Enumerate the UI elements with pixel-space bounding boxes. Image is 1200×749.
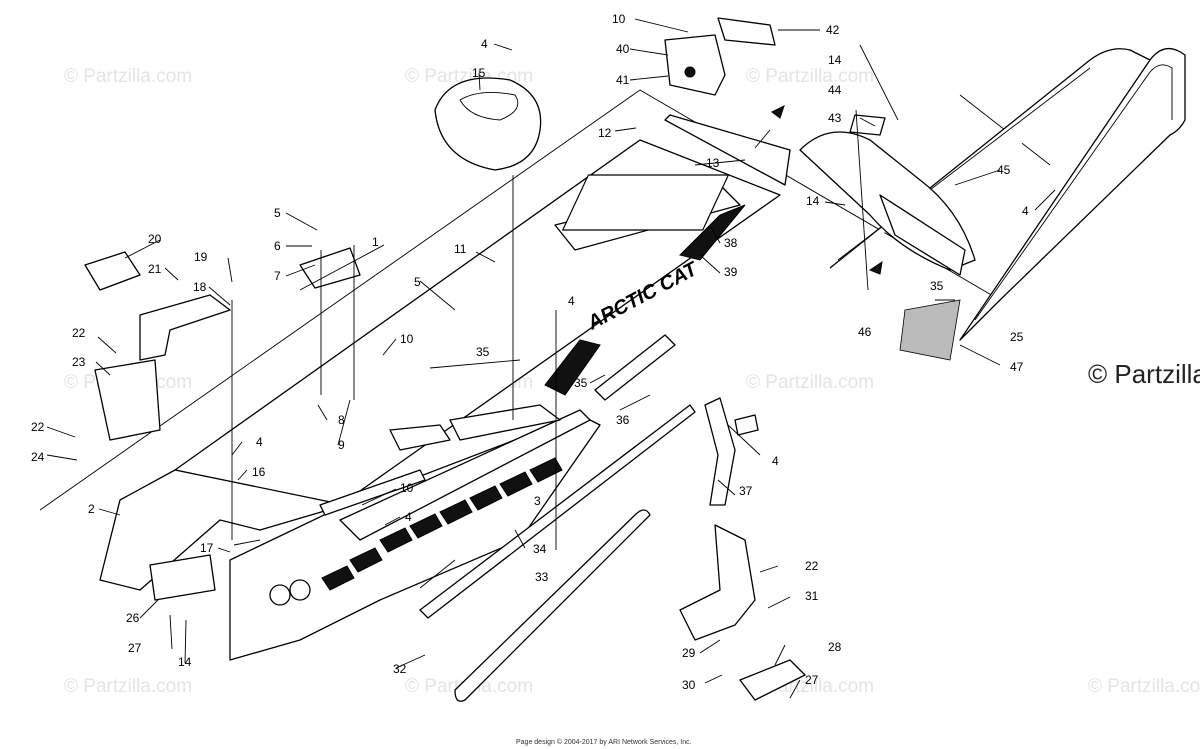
watermark: © Partzilla.com	[746, 66, 875, 87]
callout-label: 22	[805, 559, 819, 573]
callout-label: 4	[481, 37, 488, 51]
watermark: © Partzilla.com	[64, 66, 193, 87]
callout-label: 4	[256, 435, 263, 449]
callout-label: 38	[724, 236, 738, 250]
callout-label: 4	[568, 294, 575, 308]
copyright-notice: © Partzilla	[1088, 359, 1200, 389]
watermark: © Partzilla.com	[64, 676, 193, 697]
callout-label: 9	[338, 438, 345, 452]
left-bracket-parts	[84, 247, 361, 601]
callout-label: 5	[414, 275, 421, 289]
callout-label: 3	[534, 494, 541, 508]
callout-label: 47	[1010, 360, 1024, 374]
callout-label: 14	[806, 194, 820, 208]
callout-label: 28	[828, 640, 842, 654]
callout-label: 19	[194, 250, 208, 264]
callout-label: 24	[31, 450, 45, 464]
callout-label: 10	[400, 481, 414, 495]
tunnel-assembly: ARCTIC CAT	[99, 139, 781, 661]
callout-label: 44	[828, 83, 842, 97]
callout-label: 4	[1022, 204, 1029, 218]
callout-label: 39	[724, 265, 738, 279]
callout-label: 36	[616, 413, 630, 427]
storage-bag	[434, 77, 542, 171]
callout-label: 27	[805, 673, 819, 687]
hitch-bracket	[664, 17, 791, 186]
callout-label: 11	[454, 242, 467, 256]
right-footrest-parts	[679, 397, 806, 701]
callout-label: 2	[88, 502, 95, 516]
callout-label: 14	[828, 53, 842, 67]
callout-label: 27	[128, 641, 142, 655]
callout-label: 15	[472, 66, 486, 80]
arrow-marker	[771, 105, 785, 119]
callout-label: 22	[72, 326, 86, 340]
callout-label: 6	[274, 239, 281, 253]
callout-label: 23	[72, 355, 86, 369]
callout-label: 41	[616, 73, 630, 87]
callout-label: 16	[252, 465, 266, 479]
callout-label: 35	[930, 279, 944, 293]
callout-label: 32	[393, 662, 407, 676]
callout-label: 42	[826, 23, 840, 37]
callout-label: 10	[612, 12, 626, 26]
watermark: © Partzilla.com	[746, 372, 875, 393]
callout-label: 12	[598, 126, 612, 140]
callout-label: 14	[178, 655, 192, 669]
callout-label: 40	[616, 42, 630, 56]
arrow-marker	[868, 260, 883, 275]
callout-label: 21	[148, 262, 162, 276]
rails-rods	[419, 334, 696, 702]
callout-label: 26	[126, 611, 140, 625]
callout-label: 29	[682, 646, 696, 660]
callout-label: 13	[706, 156, 720, 170]
callout-label: 8	[338, 413, 345, 427]
callout-label: 5	[274, 206, 281, 220]
callout-label: 17	[200, 541, 214, 555]
callout-label: 43	[828, 111, 842, 125]
callout-label: 45	[997, 163, 1011, 177]
callout-label: 7	[274, 269, 281, 283]
callout-label: 22	[31, 420, 45, 434]
callout-label: 35	[574, 376, 588, 390]
callout-label: 20	[148, 232, 162, 246]
callout-label: 1	[372, 235, 379, 249]
callout-label: 46	[858, 325, 872, 339]
callout-label: 37	[739, 484, 753, 498]
callout-labels: 1 2 3 4 5 6 7 8 9 10 11 12 13 14 15 16 1…	[31, 12, 1029, 692]
cooler-fins	[321, 457, 563, 591]
rear-snowflap	[799, 114, 976, 361]
callout-label: 33	[535, 570, 549, 584]
callout-label: 25	[1010, 330, 1024, 344]
callout-label: 4	[405, 510, 412, 524]
callout-label: 4	[772, 454, 779, 468]
callout-label: 31	[805, 589, 819, 603]
callout-label: 35	[476, 345, 490, 359]
callout-label: 30	[682, 678, 696, 692]
callout-label: 34	[533, 542, 547, 556]
leader-lines	[46, 18, 1056, 699]
watermark: © Partzilla.com	[1088, 676, 1200, 697]
footer-text: Page design © 2004-2017 by ARI Network S…	[516, 739, 692, 746]
callout-label: 10	[400, 332, 414, 346]
callout-label: 18	[193, 280, 207, 294]
